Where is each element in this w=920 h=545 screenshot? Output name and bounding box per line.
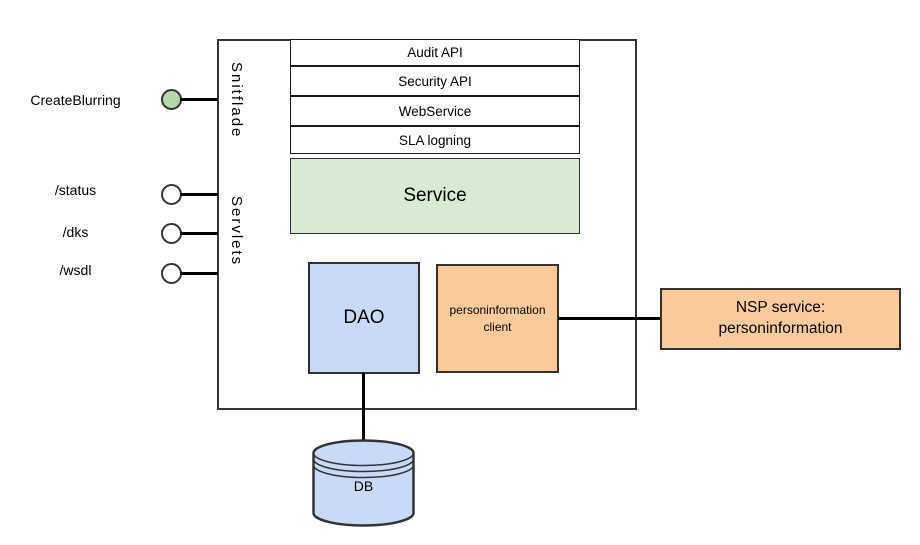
db-label: DB — [353, 478, 374, 494]
endpoint-port-createblurring-icon — [161, 89, 182, 110]
connector-createblurring-container — [180, 98, 218, 101]
personinformation-client-box: personinformation client — [436, 264, 559, 373]
personinformation-client-line1: personinformation — [449, 303, 546, 318]
interfaces-vertical-label: Snitflade — [228, 62, 245, 139]
api-layer-security: Security API — [290, 66, 580, 96]
endpoint-port-wsdl-icon — [161, 263, 182, 284]
endpoint-label-createblurring: CreateBlurring — [30, 92, 121, 108]
api-layer-sla-logging: SLA logning — [290, 126, 580, 154]
connector-client-nsp — [558, 317, 660, 320]
dao-box: DAO — [308, 262, 420, 374]
connector-status-container — [180, 193, 218, 196]
connector-dks-container — [180, 232, 218, 235]
api-layer-audit: Audit API — [290, 39, 580, 66]
servlets-vertical-label: Servlets — [228, 196, 245, 267]
db-cylinder-icon — [312, 439, 415, 527]
nsp-service-line2: personinformation — [718, 320, 843, 337]
endpoint-label-status: /status — [54, 182, 97, 198]
endpoint-port-status-icon — [161, 184, 182, 205]
connector-dao-db — [362, 373, 365, 441]
endpoint-label-dks: /dks — [62, 224, 89, 240]
nsp-service-box: NSP service: personinformation — [660, 288, 901, 350]
service-box: Service — [290, 158, 580, 234]
endpoint-port-dks-icon — [161, 223, 182, 244]
connector-wsdl-container — [180, 272, 218, 275]
api-layer-webservice: WebService — [290, 96, 580, 126]
personinformation-client-line2: client — [483, 319, 512, 334]
endpoint-label-wsdl: /wsdl — [59, 262, 92, 278]
db-cylinder: DB — [311, 438, 416, 528]
nsp-service-line1: NSP service: — [735, 299, 826, 317]
